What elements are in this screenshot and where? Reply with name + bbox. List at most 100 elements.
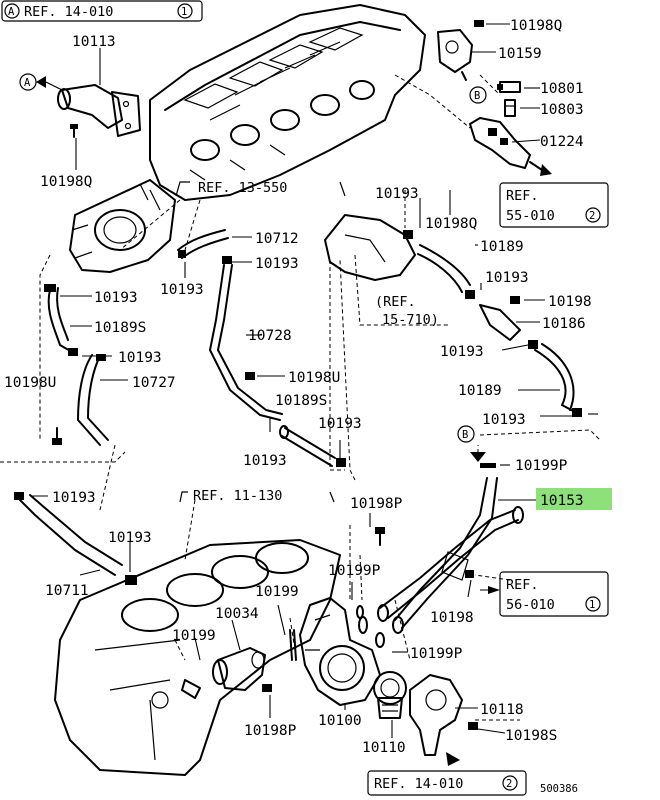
hose-10189s-left (44, 284, 78, 356)
label-01224: 01224 (540, 134, 584, 150)
label-10193-d: 10193 (485, 270, 529, 286)
label-10199-b: 10199 (172, 628, 216, 644)
ref-13-550: REF. 13-550 (198, 180, 287, 196)
leader-lines (30, 48, 598, 738)
cylinder-head (149, 4, 426, 201)
label-10193-l: 10193 (243, 453, 287, 469)
label-10712: 10712 (255, 231, 299, 247)
svg-text:B: B (462, 429, 468, 441)
gasket-10199 (289, 629, 297, 661)
throttle-body (69, 179, 176, 273)
label-10198u-b: 10198U (288, 370, 340, 386)
svg-text:REF. 14-010: REF. 14-010 (374, 776, 463, 792)
label-10110: 10110 (362, 740, 406, 756)
label-10198s: 10198S (505, 728, 557, 744)
label-10728: 10728 (248, 328, 292, 344)
thermo-housing-10159 (437, 20, 510, 81)
hose-10711 (14, 492, 137, 585)
label-10727: 10727 (132, 375, 176, 391)
water-fitting-01224 (469, 117, 552, 176)
label-10159: 10159 (498, 46, 542, 62)
callout-a-pipe: A (19, 73, 37, 91)
label-10153: 10153 (540, 493, 584, 509)
label-10711: 10711 (45, 583, 89, 599)
svg-text:55-010: 55-010 (506, 208, 555, 224)
svg-text:1: 1 (589, 599, 595, 611)
label-10803: 10803 (540, 102, 584, 118)
pipe-10034 (212, 647, 272, 692)
bolt-10198p (375, 527, 474, 578)
hose-10189-upper (417, 244, 475, 299)
water-pump-housing (324, 214, 416, 281)
svg-text:2: 2 (589, 210, 595, 222)
label-10113: 10113 (72, 34, 116, 50)
label-10193-g: 10193 (318, 416, 362, 432)
ref-11-130: REF. 11-130 (193, 488, 282, 504)
water-outlet-pipe-10113 (57, 84, 141, 138)
label-10189-a: 10189 (480, 239, 524, 255)
svg-text:B: B (474, 90, 480, 102)
label-10193-c: 10193 (160, 282, 204, 298)
svg-text:A: A (24, 77, 31, 89)
bolt-10198u-left (52, 427, 62, 445)
label-10198p-a: 10198P (350, 496, 403, 512)
label-10198q-a: 10198Q (40, 174, 92, 190)
highlight-10153 (536, 488, 612, 510)
water-pipe-10153 (377, 463, 524, 634)
label-10199p-a: 10199P (515, 458, 568, 474)
ref-15-710-b: 15-710) (382, 312, 439, 328)
label-10193-a: 10193 (375, 186, 419, 202)
callout-b-lower: B (457, 425, 475, 443)
ref-14-010-1-num: 1 (181, 6, 187, 18)
label-10189s-b: 10189S (275, 393, 327, 409)
label-10198q-c: 10198Q (425, 216, 477, 232)
label-10199p-b: 10199P (328, 563, 381, 579)
ref-box-56-010-1: REF. 56-010 1 (499, 571, 609, 617)
label-10193-i: 10193 (482, 412, 526, 428)
label-10034: 10034 (215, 606, 259, 622)
ref-14-010-1-label: REF. 14-010 (24, 4, 113, 20)
svg-text:REF.: REF. (506, 188, 539, 204)
svg-text:56-010: 56-010 (506, 597, 555, 613)
hose-10189-lower (528, 340, 582, 417)
label-10193-e: 10193 (94, 290, 138, 306)
label-10193-k: 10193 (108, 530, 152, 546)
housing-10118 (409, 674, 478, 766)
hose-10712 (177, 229, 232, 264)
label-10198u-a: 10198U (4, 375, 56, 391)
label-10189s-a: 10189S (94, 320, 146, 336)
label-10199-a: 10199 (255, 584, 299, 600)
label-10100: 10100 (318, 713, 362, 729)
svg-text:REF.: REF. (506, 577, 539, 593)
label-10193-j: 10193 (52, 490, 96, 506)
hose-10189s-mid (279, 425, 346, 467)
label-10186: 10186 (542, 316, 586, 332)
ref-15-710-a: (REF. (375, 294, 416, 310)
label-10189-b: 10189 (458, 383, 502, 399)
ref-box-55-010-2: REF. 55-010 2 (499, 182, 609, 228)
callout-b: B (469, 86, 487, 104)
label-10193-b: 10193 (255, 256, 299, 272)
cylinder-block (54, 539, 341, 776)
water-pump-10100 (299, 597, 385, 706)
ref-box-14-010-1: A REF. 14-010 1 (1, 0, 203, 22)
callout-a-top: A (8, 6, 15, 18)
pipe-10727 (77, 354, 109, 446)
label-10199p-c: 10199P (410, 646, 463, 662)
label-10198q-b: 10198Q (510, 18, 562, 34)
label-10198-a: 10198 (548, 294, 592, 310)
ref-box-14-010-2: REF. 14-010 2 (367, 770, 527, 796)
bolt-10198u-mid (245, 372, 255, 380)
guide-lines (0, 74, 601, 721)
label-10801: 10801 (540, 81, 584, 97)
sensor-10801-10803 (497, 81, 521, 117)
part-labels: 10113 10198Q 10198Q 10159 10801 10803 01… (4, 18, 592, 756)
label-10198-b: 10198 (430, 610, 474, 626)
bracket-10186 (479, 296, 521, 341)
label-10193-f: 10193 (118, 350, 162, 366)
label-10198p-b: 10198P (244, 723, 297, 739)
label-10118: 10118 (480, 702, 524, 718)
pipe-10728 (209, 264, 283, 421)
svg-text:2: 2 (506, 778, 512, 790)
